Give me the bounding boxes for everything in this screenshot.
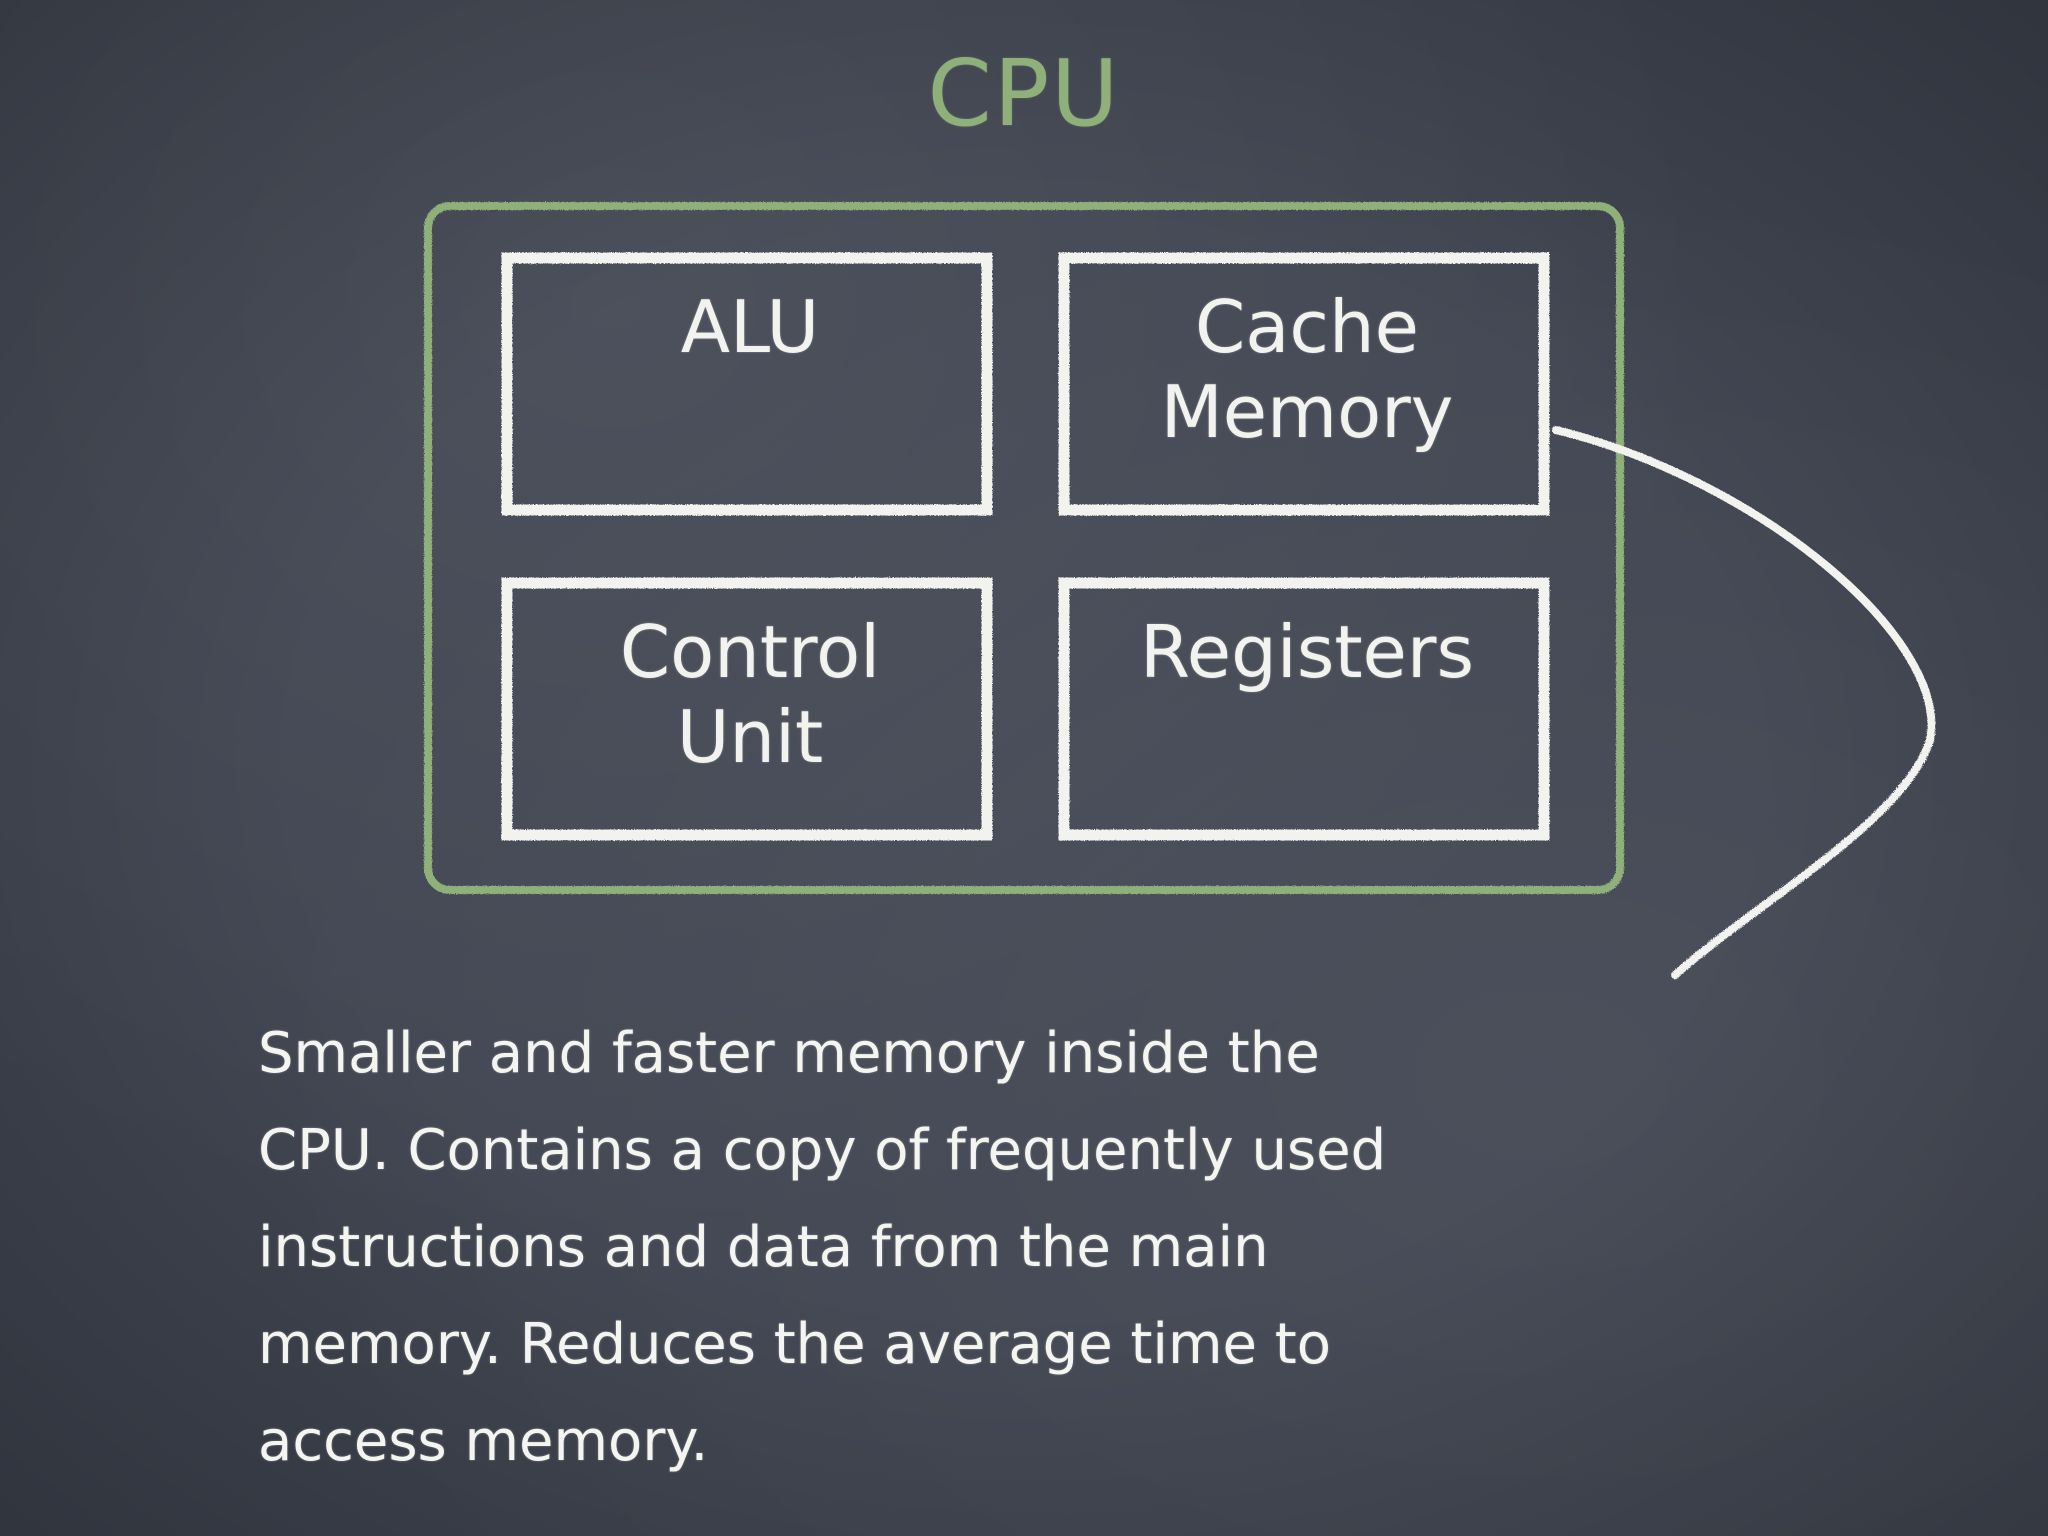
control-unit-label-line2: Unit xyxy=(676,694,824,779)
control-unit-label: Control Unit xyxy=(505,610,995,780)
description-line: Smaller and faster memory inside the xyxy=(258,1021,1320,1086)
control-unit-box xyxy=(501,577,993,841)
alu-label-text: ALU xyxy=(680,285,820,369)
cpu-container xyxy=(424,202,1624,894)
alu-box xyxy=(501,252,993,516)
cache-memory-label-line1: Cache xyxy=(1195,285,1419,369)
alu-label: ALU xyxy=(505,285,995,370)
cache-memory-label-line2: Memory xyxy=(1160,369,1454,454)
description-line: instructions and data from the main xyxy=(258,1215,1269,1280)
cache-description: Smaller and faster memory inside the CPU… xyxy=(258,1005,1858,1490)
control-unit-label-line1: Control xyxy=(619,610,881,694)
connector-curve xyxy=(1552,426,1936,979)
description-line: CPU. Contains a copy of frequently used xyxy=(258,1118,1387,1183)
registers-label-text: Registers xyxy=(1140,610,1474,694)
cache-memory-box xyxy=(1058,252,1550,516)
cache-memory-label: Cache Memory xyxy=(1062,285,1552,455)
registers-label: Registers xyxy=(1062,610,1552,695)
registers-box xyxy=(1058,577,1550,841)
description-line: memory. Reduces the average time to xyxy=(258,1312,1331,1377)
description-line: access memory. xyxy=(258,1409,709,1474)
cpu-title: CPU xyxy=(927,40,1121,147)
